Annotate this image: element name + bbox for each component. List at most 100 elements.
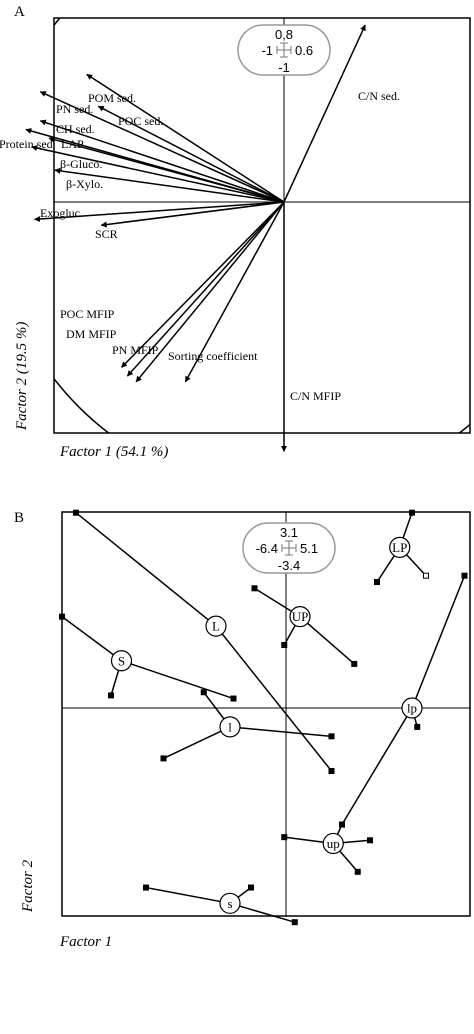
group-s-ray [145, 886, 231, 905]
group-up-label: up [327, 836, 340, 851]
loading-label-ch-sed: CH sed. [56, 122, 95, 136]
group-S-point [59, 613, 65, 620]
group-S-label: S [118, 653, 125, 668]
panel-a-x-axis-title: Factor 1 (54.1 %) [60, 444, 169, 460]
group-S-ray [61, 616, 122, 662]
group-S-centroid [110, 650, 133, 672]
group-up-point [354, 868, 361, 875]
group-l-point [160, 755, 167, 762]
group-s-ray [229, 902, 295, 923]
loading-vector-pn-sed [39, 91, 285, 203]
panel-b-frame [61, 511, 471, 917]
panel-a-range-bottom: -1 [278, 60, 290, 75]
panel-b-range-top: 3.1 [280, 525, 298, 540]
group-UP-label: UP [292, 609, 309, 624]
loading-vector-xylo [54, 167, 285, 203]
loading-vector-pom-sed [86, 73, 285, 203]
panel-a-letter: A [14, 4, 25, 20]
loading-vector-sorting-coefficient [184, 201, 285, 383]
group-LP-label: LP [392, 540, 407, 555]
group-UP-ray [299, 616, 355, 665]
group-l-ray [229, 726, 332, 738]
panel-a-y-axis-title: Factor 2 (19.5 %) [14, 321, 30, 430]
loading-vector-lap [48, 136, 285, 203]
group-S-point [230, 695, 237, 702]
loading-label-pn-sed: PN sed. [56, 102, 93, 116]
loading-label-c-n-sed: C/N sed. [358, 89, 400, 103]
group-L-ray [215, 625, 333, 772]
loading-label-poc-sed: POC sed. [118, 114, 163, 128]
group-L-point [73, 509, 79, 516]
loading-label-lap: LAP [61, 137, 84, 151]
panel-a-frame [53, 17, 471, 434]
loading-label-dm-mfip: DM MFIP [66, 327, 117, 341]
loading-label-xylo: β-Xylo. [66, 177, 103, 191]
loading-vector-poc-mfip [121, 201, 285, 368]
group-s-point [248, 884, 254, 891]
loading-vector-ch-sed [39, 119, 285, 203]
panel-b-plot: 3.1-6.4 5.1-3.4 LP L UP Sl lp up s [59, 509, 471, 926]
group-up-point [281, 834, 288, 841]
panel-b-range-bottom: -3.4 [278, 558, 300, 573]
group-s-centroid [219, 892, 241, 914]
loading-label-pom-sed: POM sed. [88, 91, 136, 105]
group-LP-point [423, 572, 429, 579]
group-UP-point [351, 660, 358, 667]
group-l-label: l [228, 719, 232, 734]
loading-label-poc-mfip: POC MFIP [60, 307, 115, 321]
loading-label-gluco: β-Gluco. [60, 157, 102, 171]
panel-a-range-right: 0.6 [295, 43, 313, 58]
loading-vector-poc-sed [97, 105, 285, 203]
group-s-point [143, 884, 149, 891]
group-L-centroid [205, 615, 227, 637]
group-up-centroid [322, 832, 344, 855]
panel-a-range-left: -1 [261, 43, 273, 58]
group-L-point [328, 768, 335, 774]
loading-vector-scr [100, 201, 285, 228]
group-s-point [291, 919, 298, 926]
group-UP-point [251, 585, 258, 592]
panel-b-y-axis-title: Factor 2 [20, 859, 36, 912]
loading-label-pn-mfip: PN MFIP [112, 343, 159, 357]
loading-label-exogluc: Exogluc. [40, 206, 83, 220]
panel-b-x-axis-title: Factor 1 [60, 934, 113, 950]
loading-label-scr: SCR [95, 227, 118, 241]
panel-b-range-left: -6.4 [256, 541, 278, 556]
group-lp-point [414, 723, 421, 730]
group-s-label: s [227, 896, 232, 911]
loading-vector-pn-mfip [135, 201, 285, 383]
group-S-ray [121, 660, 234, 700]
group-S-point [108, 692, 114, 699]
group-l-ray [163, 726, 231, 760]
group-L-ray [75, 512, 217, 627]
group-l-point [328, 733, 335, 740]
group-UP-centroid [289, 606, 311, 628]
group-l-centroid [219, 716, 241, 738]
group-lp-ray [411, 575, 466, 709]
panel-b-letter: B [14, 510, 25, 526]
loading-vector-dm-mfip [126, 201, 285, 377]
group-L-label: L [212, 619, 220, 634]
group-up-point [339, 821, 345, 828]
panel-a-range-top: 0,8 [275, 27, 293, 42]
loading-vector-gluco [31, 145, 285, 203]
loading-vector-c-n-sed [283, 24, 366, 203]
group-lp-point [461, 572, 468, 579]
loading-label-c-n-mfip: C/N MFIP [290, 389, 341, 403]
group-lp-ray [341, 707, 413, 825]
group-up-point [367, 837, 373, 844]
group-lp-centroid [401, 697, 423, 719]
loading-label-sorting-coefficient: Sorting coefficient [168, 349, 258, 363]
group-LP-centroid [389, 536, 411, 558]
group-l-point [200, 689, 207, 696]
group-UP-point [281, 642, 288, 648]
panel-b-range-right: 5.1 [300, 541, 318, 556]
group-lp-label: lp [407, 701, 417, 716]
group-LP-point [374, 579, 380, 585]
group-LP-point [409, 509, 415, 516]
loading-label-protein-sed: Protein sed. [0, 137, 56, 151]
loading-vector-exogluc [34, 201, 285, 223]
panel-a-correlation-circle [54, 18, 470, 433]
